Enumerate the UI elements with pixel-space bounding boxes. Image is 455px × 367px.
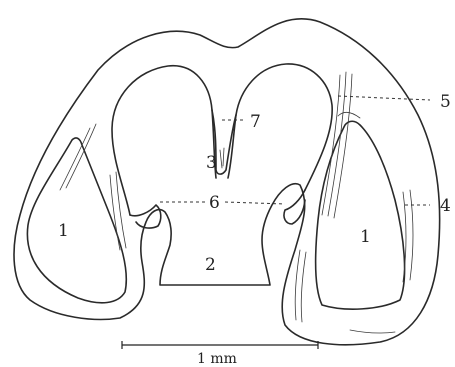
central-hook-lines bbox=[220, 148, 224, 168]
label-region-1-right: 1 bbox=[360, 227, 371, 247]
label-region-1-left: 1 bbox=[58, 221, 69, 241]
right-process bbox=[284, 190, 305, 224]
left-cavity bbox=[27, 138, 126, 303]
scale-bar: 1 mm bbox=[122, 341, 318, 367]
label-callout-6: 6 bbox=[209, 193, 220, 213]
leader-5 bbox=[338, 96, 430, 100]
label-callout-5: 5 bbox=[440, 92, 451, 112]
label-callout-7: 7 bbox=[250, 112, 261, 132]
inner-left-outline bbox=[112, 66, 216, 215]
label-region-3: 3 bbox=[206, 153, 217, 173]
leader-6-right bbox=[225, 202, 285, 204]
right-cavity bbox=[316, 121, 405, 309]
label-callout-4: 4 bbox=[440, 196, 451, 216]
scale-bar-label: 1 mm bbox=[197, 351, 237, 367]
inner-right-outline bbox=[228, 64, 332, 190]
outer-outline bbox=[14, 19, 440, 345]
label-region-2: 2 bbox=[205, 255, 216, 275]
